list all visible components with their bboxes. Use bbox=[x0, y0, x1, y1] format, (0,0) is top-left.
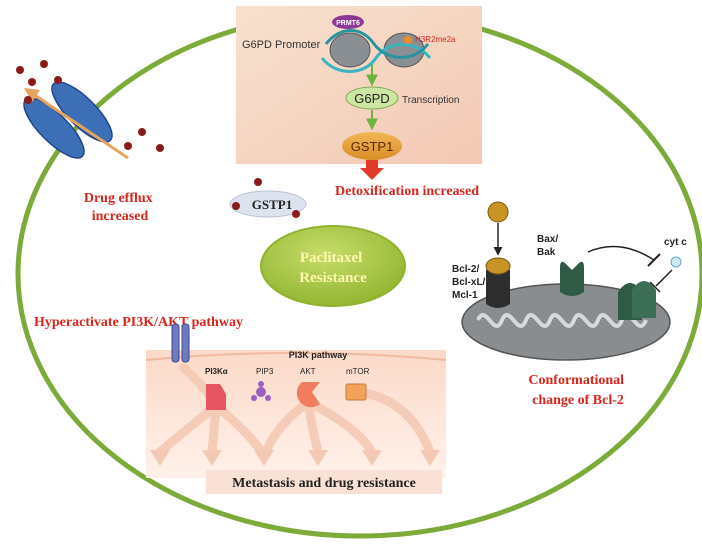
efflux-arrow bbox=[29, 90, 129, 160]
mtor-protein bbox=[345, 383, 367, 401]
pi3ka-protein bbox=[206, 384, 226, 410]
drug-molecule bbox=[124, 142, 132, 150]
dna-strand bbox=[324, 29, 430, 59]
pi3k-pathway-label: PI3K pathway bbox=[289, 350, 348, 360]
bcl2-protein bbox=[486, 266, 510, 308]
transcription-label: Transcription bbox=[402, 95, 459, 106]
drug-efflux-label: Drug efflux increased bbox=[84, 191, 156, 224]
pip3-phosphate bbox=[258, 381, 264, 387]
receptor-right bbox=[181, 323, 190, 363]
drug-molecules bbox=[232, 178, 300, 218]
drug-molecule bbox=[16, 66, 24, 74]
bax-protein bbox=[560, 261, 584, 296]
pathway-arrowhead bbox=[362, 450, 382, 466]
drug-molecule bbox=[138, 128, 146, 136]
drug-molecule bbox=[54, 76, 62, 84]
gstp1-badge-label: GSTP1 bbox=[252, 197, 292, 212]
receptor-left bbox=[171, 323, 180, 363]
cytc-label: cyt c bbox=[664, 237, 687, 248]
pathway-arrow bbox=[303, 397, 377, 457]
cytc-molecule bbox=[670, 256, 682, 268]
prmt6-badge bbox=[332, 15, 364, 29]
efflux-arrow-head bbox=[24, 88, 40, 102]
drug-molecule bbox=[232, 202, 240, 210]
pathway-arrowheads bbox=[150, 450, 440, 466]
pathway-arrow bbox=[207, 401, 221, 457]
mtor-label: mTOR bbox=[346, 367, 370, 376]
drug-molecule bbox=[156, 144, 164, 152]
prmt6-label: PRMT6 bbox=[336, 20, 360, 27]
dna-strand bbox=[320, 43, 432, 73]
gstp1-badge bbox=[229, 190, 307, 218]
pathway-arrowhead bbox=[308, 450, 328, 466]
bcl2-caption: Conformational change of Bcl-2 bbox=[528, 373, 627, 408]
pi3k-title: Hyperactivate PI3K/AKT pathway bbox=[34, 315, 243, 330]
pathway-arrowhead bbox=[150, 450, 170, 466]
nucleosome-left bbox=[329, 32, 371, 68]
akt-label: AKT bbox=[300, 367, 316, 376]
paclitaxel-resistance-node bbox=[260, 225, 406, 307]
akt-protein bbox=[296, 382, 320, 408]
gstp1-node bbox=[342, 132, 402, 160]
drug-molecules bbox=[16, 60, 164, 152]
pathway-arrow bbox=[211, 401, 267, 457]
g6pd-node bbox=[345, 86, 399, 110]
bax-label: Bax/ Bak bbox=[537, 234, 561, 258]
cytc-release-bar bbox=[649, 281, 661, 293]
gstp1-down-arrow bbox=[360, 160, 384, 180]
pathway-arrow bbox=[155, 401, 221, 457]
pathway-arrowhead bbox=[202, 450, 222, 466]
pi3ka-label: PI3Kα bbox=[205, 367, 228, 376]
outcome-label: Metastasis and drug resistance bbox=[232, 476, 416, 491]
h3r2me2a-label: H3R2me2a bbox=[415, 35, 456, 44]
mitochondrion-cristae bbox=[476, 313, 648, 328]
nucleosomes bbox=[320, 29, 432, 73]
bcl2-label: Bcl-2/ Bcl-xL/ Mcl-1 bbox=[452, 264, 488, 301]
pathway-arrowhead bbox=[420, 450, 440, 466]
ligand-circle bbox=[487, 201, 509, 223]
gstp1-label: GSTP1 bbox=[351, 139, 394, 154]
drug-molecule bbox=[28, 78, 36, 86]
cytc-release-line bbox=[655, 269, 673, 287]
pathway-arrow bbox=[261, 397, 313, 457]
inhibition-arc bbox=[587, 245, 655, 261]
pip3-molecule bbox=[251, 381, 271, 401]
outcome-box bbox=[206, 470, 442, 494]
g6pd-label: G6PD bbox=[354, 91, 389, 106]
pip3-phosphate bbox=[251, 395, 257, 401]
inhibition-bar bbox=[647, 253, 661, 267]
receptor-icon bbox=[171, 323, 190, 363]
pip3-label: PIP3 bbox=[256, 367, 274, 376]
pathway-arrow bbox=[355, 387, 435, 457]
drug-molecule bbox=[254, 178, 262, 186]
methyl-mark-icon bbox=[404, 36, 412, 44]
g6pd-promoter-label: G6PD Promoter bbox=[242, 39, 321, 51]
drug-molecule bbox=[292, 210, 300, 218]
pip3-phosphate bbox=[265, 395, 271, 401]
bax-pore bbox=[632, 281, 656, 318]
drug-molecule bbox=[40, 60, 48, 68]
pip3-core bbox=[256, 387, 266, 397]
bcl2-cap bbox=[485, 257, 511, 275]
detox-caption: Detoxification increased bbox=[335, 184, 479, 199]
drug-molecule bbox=[24, 96, 32, 104]
pathway-arrowhead bbox=[254, 450, 274, 466]
paclitaxel-resistance-label: Paclitaxel Resistance bbox=[299, 250, 367, 286]
